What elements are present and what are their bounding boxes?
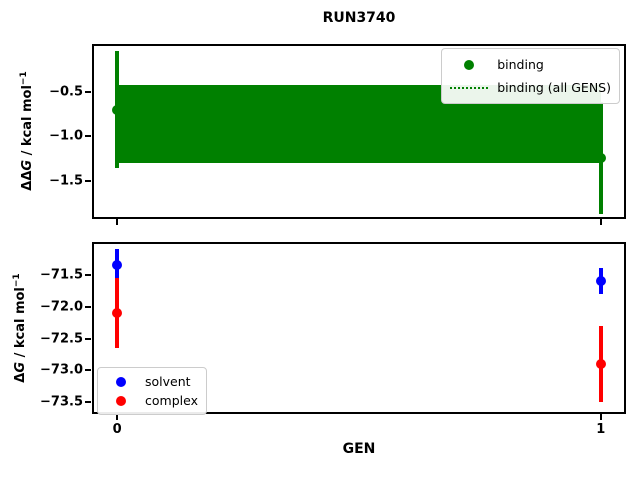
- legend-handle: [106, 395, 136, 406]
- complex-dot-marker-icon: [116, 395, 126, 406]
- dg-symbol: Δ: [13, 372, 28, 383]
- ddg-y-axis-label: ΔΔG / kcal mol−1: [19, 71, 35, 190]
- y-tick-label: −73.5: [40, 394, 83, 410]
- y-tick-mark: [85, 401, 91, 404]
- dg-axes: [92, 242, 626, 414]
- dotted-line-marker-icon: [450, 86, 489, 89]
- binding-dot-marker-icon: [464, 59, 475, 70]
- y-tick-label: −0.5: [49, 84, 83, 100]
- solvent-point: [112, 260, 123, 271]
- solvent-dot-marker-icon: [116, 376, 126, 387]
- unit-exponent: −1: [19, 71, 29, 86]
- legend-row: complex: [106, 391, 198, 410]
- legend-row: solvent: [106, 372, 198, 391]
- y-tick-mark: [85, 91, 91, 94]
- x-tick-mark: [599, 414, 602, 420]
- complex-point: [112, 308, 123, 319]
- legend-label: binding: [497, 57, 544, 72]
- legend-row: binding (all GENS): [450, 76, 611, 99]
- x-tick-label: 1: [596, 422, 606, 437]
- y-tick-label: −73.0: [40, 362, 83, 378]
- legend-handle: [106, 376, 136, 387]
- y-tick-label: −71.5: [40, 267, 83, 283]
- legend-handle: [450, 59, 488, 70]
- complex-point: [595, 358, 606, 369]
- unit-exponent: −1: [12, 273, 22, 288]
- legend-label: binding (all GENS): [497, 80, 611, 95]
- binding-point: [112, 104, 123, 115]
- y-tick-mark: [85, 135, 91, 138]
- dg-y-axis-label: ΔG / kcal mol−1: [12, 273, 28, 382]
- gen-x-axis-label: GEN: [342, 441, 376, 457]
- g-symbol: G: [20, 159, 35, 171]
- x-tick-label: 0: [112, 422, 122, 437]
- x-tick-mark: [116, 219, 119, 225]
- band-center-dotted-line: [117, 122, 601, 125]
- plot-title: RUN3740: [322, 10, 396, 26]
- legend-handle: [450, 86, 489, 89]
- x-tick-mark: [116, 414, 119, 420]
- y-tick-label: −1.0: [49, 128, 83, 144]
- binding-point: [595, 152, 606, 163]
- unit-text: / kcal mol: [20, 85, 35, 160]
- y-tick-mark: [85, 337, 91, 340]
- g-symbol: G: [13, 361, 28, 373]
- solvent-point: [595, 276, 606, 287]
- legend-row: binding: [450, 53, 611, 76]
- unit-text: / kcal mol: [13, 287, 28, 362]
- dg-legend: solvent complex: [97, 367, 207, 415]
- ddg-axes: [92, 44, 626, 219]
- y-tick-mark: [85, 179, 91, 182]
- binding-legend: binding binding (all GENS): [441, 48, 620, 104]
- y-tick-mark: [85, 305, 91, 308]
- y-tick-mark: [85, 273, 91, 276]
- y-tick-label: −72.5: [40, 331, 83, 346]
- x-tick-mark: [599, 219, 602, 225]
- legend-label: solvent: [145, 374, 191, 389]
- ddg-symbol: ΔΔ: [20, 170, 35, 191]
- y-tick-label: −1.5: [49, 173, 83, 189]
- legend-label: complex: [145, 393, 198, 408]
- y-tick-label: −72.0: [40, 299, 83, 315]
- y-tick-mark: [85, 369, 91, 372]
